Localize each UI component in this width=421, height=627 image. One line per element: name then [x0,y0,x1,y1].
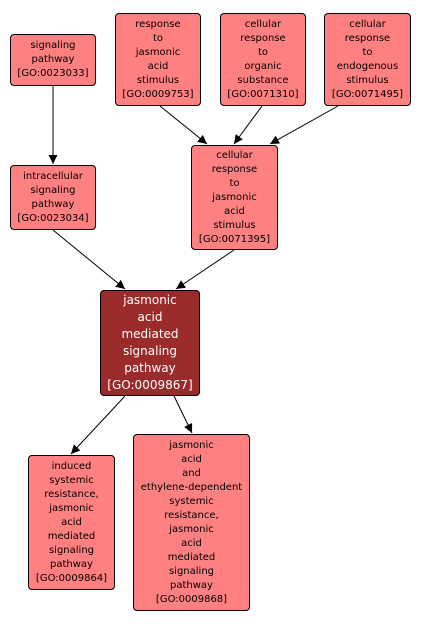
node-label: response to jasmonic acid stimulus [GO:0… [122,18,194,100]
node-go0023033[interactable]: signaling pathway [GO:0023033] [10,34,96,86]
node-label: cellular response to organic substance [… [227,18,299,100]
edge-jasmonic-pathway-to-induced [70,395,126,455]
node-go0023034[interactable]: intracellular signaling pathway [GO:0023… [10,165,96,230]
node-label: jasmonic acid and ethylene-dependent sys… [140,439,243,605]
node-go0071395[interactable]: cellular response to jasmonic acid stimu… [191,145,278,250]
node-go0009867[interactable]: jasmonic acid mediated signaling pathway… [100,290,200,396]
edge-endogenous-to-cellular-jasmonic [269,105,339,145]
node-go0009864[interactable]: induced systemic resistance, jasmonic ac… [28,455,115,590]
node-go0009868[interactable]: jasmonic acid and ethylene-dependent sys… [133,434,250,611]
edge-jasmonic-pathway-to-ethylene [173,395,193,434]
node-go0071310[interactable]: cellular response to organic substance [… [220,13,306,106]
node-label: cellular response to jasmonic acid stimu… [198,149,271,245]
node-label: cellular response to endogenous stimulus… [331,18,404,100]
node-go0009753[interactable]: response to jasmonic acid stimulus [GO:0… [115,13,201,106]
node-label: signaling pathway [GO:0023033] [17,40,89,79]
edge-cellular-jasmonic-to-jasmonic-pathway [175,249,235,290]
node-label: intracellular signaling pathway [GO:0023… [17,170,89,224]
node-go0071495[interactable]: cellular response to endogenous stimulus… [324,13,411,106]
edge-intracellular-to-jasmonic-pathway [52,229,126,290]
edge-response-jasmonic-to-cellular-jasmonic [159,105,208,145]
node-label: induced systemic resistance, jasmonic ac… [35,460,108,584]
edge-organic-to-cellular-jasmonic [233,105,263,145]
node-label: jasmonic acid mediated signaling pathway… [107,293,193,392]
